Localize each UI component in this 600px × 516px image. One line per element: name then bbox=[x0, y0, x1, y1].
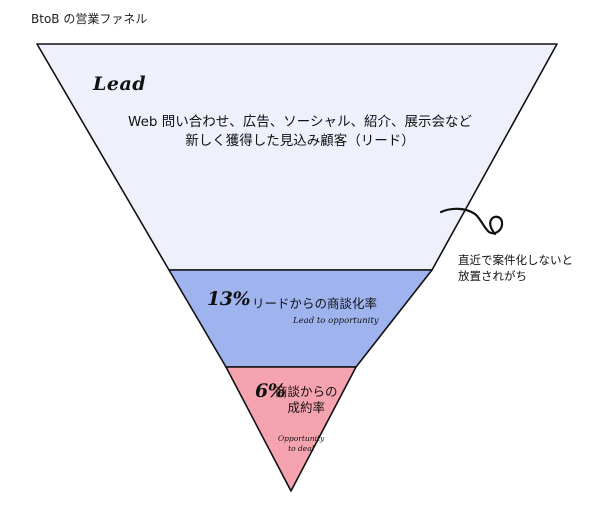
sublabel-opportunity-to-deal-line1: Opportunity bbox=[278, 434, 325, 443]
lead-description-line1: Web 問い合わせ、広告、ソーシャル、紹介、展示会など bbox=[128, 114, 472, 130]
funnel-segment-opportunity-to-deal bbox=[225, 366, 357, 492]
annotation-note: 直近で案件化しないと 放置されがち bbox=[458, 252, 573, 284]
label-opportunity-to-deal-line2: 成約率 bbox=[287, 400, 326, 415]
lead-heading: Lead bbox=[93, 73, 147, 95]
conversion-rate-opportunity-to-deal: 6% bbox=[255, 380, 286, 402]
annotation-note-line1: 直近で案件化しないと bbox=[458, 253, 573, 267]
label-opportunity-to-deal-line1: 商談からの bbox=[275, 384, 338, 399]
lead-description: Web 問い合わせ、広告、ソーシャル、紹介、展示会など 新しく獲得した見込み顧客… bbox=[90, 113, 510, 151]
annotation-note-line2: 放置されがち bbox=[458, 269, 527, 283]
lead-description-line2: 新しく獲得した見込み顧客（リード） bbox=[185, 133, 415, 149]
annotation-arrow-icon bbox=[439, 207, 504, 236]
label-opportunity-to-deal: 商談からの 成約率 bbox=[275, 384, 338, 416]
label-lead-to-opportunity: リードからの商談化率 bbox=[252, 296, 378, 311]
sublabel-opportunity-to-deal: Opportunity to deal bbox=[278, 434, 324, 454]
conversion-rate-lead-to-opportunity: 13% bbox=[207, 288, 251, 310]
page-title: BtoB の営業ファネル bbox=[31, 12, 148, 26]
sublabel-lead-to-opportunity: Lead to opportunity bbox=[293, 316, 379, 326]
sublabel-opportunity-to-deal-line2: to deal bbox=[288, 444, 315, 453]
